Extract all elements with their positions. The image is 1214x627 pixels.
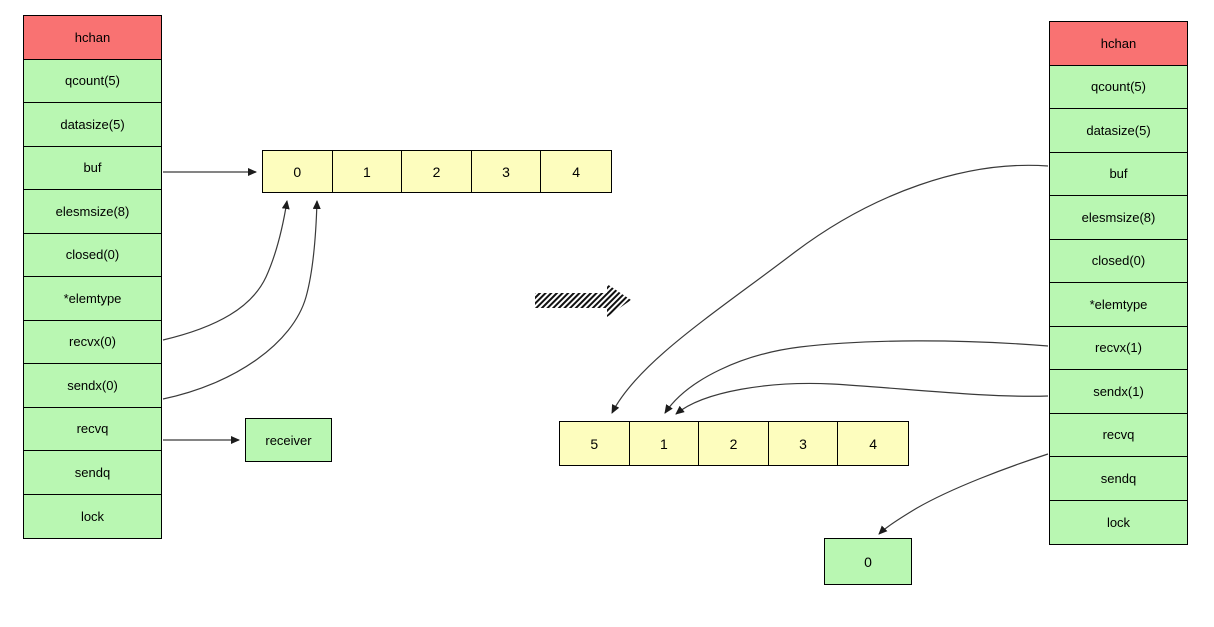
buffer-slot: 3 [471, 151, 542, 192]
struct-header: hchan [24, 16, 161, 60]
arrow-sendx1-to-slot1 [675, 382, 1049, 415]
buffer-slot: 4 [541, 151, 611, 192]
buffer-slot: 1 [332, 151, 403, 192]
buffer-slot: 0 [263, 151, 333, 192]
buffer-array-before: 0 1 2 3 4 [262, 150, 612, 193]
field-sendx: sendx(1) [1050, 370, 1187, 414]
field-qcount: qcount(5) [24, 59, 161, 103]
buffer-slot: 3 [768, 422, 839, 465]
transform-arrow [535, 284, 631, 317]
field-buf: buf [1050, 152, 1187, 196]
field-recvx: recvx(1) [1050, 326, 1187, 370]
buffer-slot: 2 [402, 151, 472, 192]
field-buf: buf [24, 146, 161, 190]
arrow-buf-to-buffer-after [611, 164, 1049, 414]
receiver-label: receiver [265, 432, 312, 448]
field-lock: lock [24, 494, 161, 538]
field-elesmsize: elesmsize(8) [1050, 196, 1187, 240]
field-lock: lock [1050, 500, 1187, 544]
field-datasize: datasize(5) [1050, 109, 1187, 153]
hchan-struct-before: hchan qcount(5) datasize(5) buf elesmsiz… [23, 15, 162, 539]
receiver-box: receiver [245, 418, 332, 462]
field-elemtype: *elemtype [24, 277, 161, 321]
field-closed: closed(0) [24, 233, 161, 277]
field-sendq: sendq [24, 451, 161, 495]
received-value-label: 0 [864, 553, 872, 570]
arrow-sendx0-to-slot0 [162, 200, 321, 400]
field-recvq: recvq [24, 407, 161, 451]
field-elemtype: *elemtype [1050, 283, 1187, 327]
field-elesmsize: elesmsize(8) [24, 190, 161, 234]
buffer-slot: 5 [560, 422, 630, 465]
arrow-recvx0-to-slot0 [162, 200, 290, 341]
hchan-struct-after: hchan qcount(5) datasize(5) buf elesmsiz… [1049, 21, 1188, 545]
buffer-array-after: 5 1 2 3 4 [559, 421, 909, 466]
field-recvx: recvx(0) [24, 320, 161, 364]
arrow-recvx1-to-slot1 [664, 340, 1049, 414]
buffer-slot: 1 [629, 422, 700, 465]
struct-header: hchan [1050, 22, 1187, 66]
buffer-slot: 2 [699, 422, 769, 465]
field-sendq: sendq [1050, 457, 1187, 501]
field-qcount: qcount(5) [1050, 65, 1187, 109]
buffer-slot: 4 [838, 422, 908, 465]
received-value-box: 0 [824, 538, 912, 585]
field-closed: closed(0) [1050, 239, 1187, 283]
field-sendx: sendx(0) [24, 364, 161, 408]
field-recvq: recvq [1050, 413, 1187, 457]
arrow-recvq-to-received-value [878, 453, 1049, 535]
field-datasize: datasize(5) [24, 103, 161, 147]
